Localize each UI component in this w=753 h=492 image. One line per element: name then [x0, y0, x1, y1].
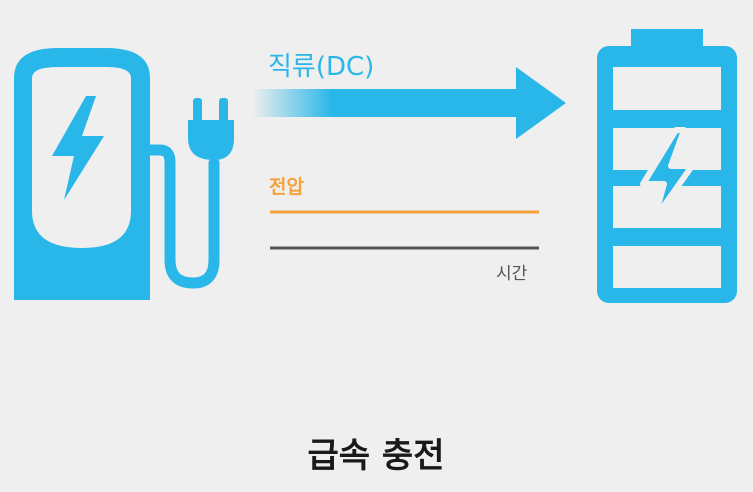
plug-head [188, 120, 234, 160]
charger-cable [144, 144, 220, 289]
dc-arrow [252, 67, 566, 139]
plug-prong-right [219, 98, 228, 124]
bolt-icon [640, 127, 695, 223]
battery-charging-icon [597, 29, 737, 303]
bolt-icon [52, 96, 104, 200]
page-title: 급속 충전 [308, 436, 445, 476]
dc-label: 직류(DC) [268, 52, 374, 82]
arrow-shaft [252, 89, 520, 117]
battery-cell-1 [613, 67, 721, 110]
voltage-label: 전압 [269, 176, 304, 198]
arrow-head [516, 67, 566, 139]
battery-terminal [631, 29, 703, 51]
power-plug-icon [188, 98, 234, 160]
plug-prong-left [193, 98, 202, 124]
time-label: 시간 [496, 264, 528, 284]
ev-charging-station-icon [14, 48, 220, 300]
battery-cell-4 [613, 246, 721, 288]
